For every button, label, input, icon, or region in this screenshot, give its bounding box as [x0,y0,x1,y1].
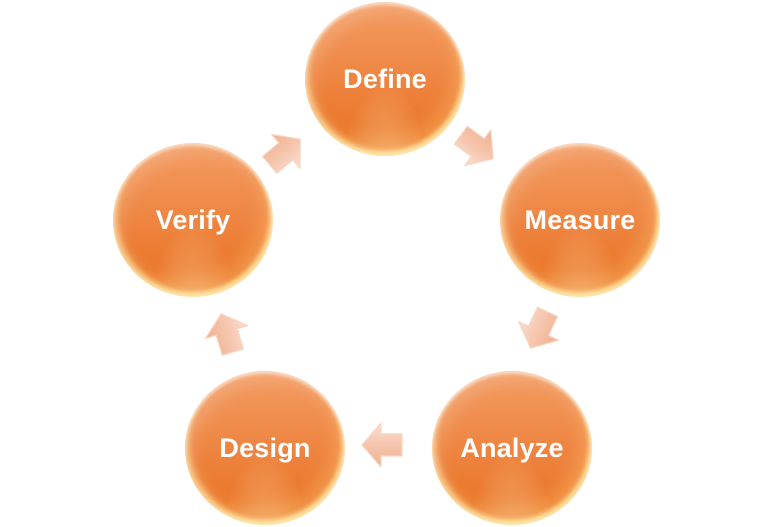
node-measure: Measure [500,143,660,297]
node-verify-label: Verify [155,204,231,235]
node-define: Define [305,2,465,156]
arrow-analyze-to-design-icon [361,421,403,469]
arrow-define-to-measure-icon [447,116,508,178]
node-design-label: Design [219,432,311,463]
arrow-measure-to-analyze-icon [509,302,569,359]
node-design: Design [185,371,345,525]
arrow-design-to-verify-icon [198,307,256,359]
node-define-label: Define [343,63,427,94]
node-analyze-label: Analyze [460,432,564,463]
node-verify: Verify [113,143,273,297]
node-analyze: Analyze [432,371,592,525]
arrow-verify-to-define-icon [254,121,315,183]
node-measure-label: Measure [524,204,636,235]
